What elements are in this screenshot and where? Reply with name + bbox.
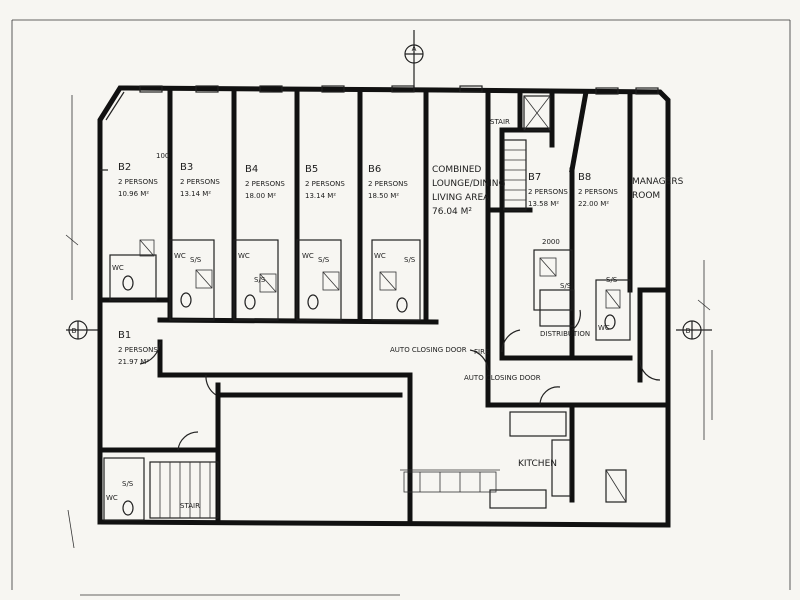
- svg-text:B6: B6: [368, 164, 381, 175]
- wc-label: WC: [374, 252, 386, 260]
- svg-text:2 PERSONS: 2 PERSONS: [118, 178, 158, 186]
- fixture-label: S/S: [404, 256, 416, 264]
- fixture-label: S/S: [560, 282, 572, 290]
- room-b7: B7 2 PERSONS 13.58 M²: [528, 172, 568, 208]
- svg-text:10.96 M²: 10.96 M²: [118, 190, 149, 198]
- fixture-label: S/S: [318, 256, 330, 264]
- grid-label-right: B: [686, 327, 691, 335]
- svg-text:22.00 M²: 22.00 M²: [578, 200, 609, 208]
- kitchen-fixtures: [400, 411, 627, 509]
- room-b3: B3 2 PERSONS 13.14 M²: [180, 162, 220, 198]
- room-lounge: COMBINED LOUNGE/DINING LIVING AREA 76.04…: [432, 165, 505, 217]
- svg-text:B7: B7: [528, 172, 541, 183]
- svg-text:2 PERSONS: 2 PERSONS: [245, 180, 285, 188]
- fire-door-label: FIRE: [474, 348, 489, 356]
- grid-label-left: B: [72, 327, 77, 335]
- dimension-label: 100: [156, 152, 169, 160]
- dimension-label: 2000: [542, 238, 560, 246]
- stair-new: STAIR: [490, 95, 551, 211]
- svg-text:2 PERSONS: 2 PERSONS: [578, 188, 618, 196]
- wc-label: WC: [106, 494, 118, 502]
- wc-label: WC: [598, 324, 610, 332]
- svg-text:B2: B2: [118, 162, 131, 173]
- svg-text:2 PERSONS: 2 PERSONS: [528, 188, 568, 196]
- wc-label: WC: [238, 252, 250, 260]
- svg-text:13.14 M²: 13.14 M²: [180, 190, 211, 198]
- grid-marker-right: B: [676, 320, 712, 340]
- svg-text:B4: B4: [245, 164, 258, 175]
- svg-text:B5: B5: [305, 164, 318, 175]
- room-b1: B1 2 PERSONS 21.97 M²: [118, 330, 158, 366]
- svg-text:LOUNGE/DINING: LOUNGE/DINING: [432, 179, 505, 189]
- room-b5: B5 2 PERSONS 13.14 M²: [305, 164, 345, 200]
- ensuites: [103, 239, 631, 521]
- grid-marker-top: A: [404, 30, 424, 90]
- stair-existing: STAIR: [149, 461, 219, 519]
- sheet-border: [11, 19, 791, 590]
- stair-label: STAIR: [490, 118, 510, 126]
- room-b8: B8 2 PERSONS 22.00 M²: [578, 172, 618, 208]
- auto-closing-door-label: AUTO CLOSING DOOR: [464, 374, 541, 382]
- svg-text:13.58 M²: 13.58 M²: [528, 200, 559, 208]
- partition-walls: [97, 89, 671, 523]
- kitchen-label: KITCHEN: [518, 459, 557, 469]
- svg-text:76.04 M²: 76.04 M²: [432, 207, 472, 217]
- fixture-label: S/S: [606, 276, 618, 284]
- wc-label: WC: [174, 252, 186, 260]
- fixture-label: S/S: [122, 480, 134, 488]
- svg-text:MANAGERS: MANAGERS: [632, 177, 684, 187]
- bottom-margin-marks: [67, 509, 400, 596]
- wc-label: WC: [112, 264, 124, 272]
- room-b6: B6 2 PERSONS 18.50 M²: [368, 164, 408, 200]
- svg-text:ROOM: ROOM: [632, 191, 660, 201]
- svg-text:13.14 M²: 13.14 M²: [305, 192, 336, 200]
- wc-label: WC: [302, 252, 314, 260]
- svg-text:2 PERSONS: 2 PERSONS: [180, 178, 220, 186]
- svg-text:COMBINED: COMBINED: [432, 165, 481, 175]
- svg-text:B3: B3: [180, 162, 193, 173]
- outer-walls: [97, 85, 671, 528]
- room-b4: B4 2 PERSONS 18.00 M²: [245, 164, 285, 200]
- dimension-lines: [65, 95, 713, 440]
- stair-label: STAIR: [180, 502, 200, 510]
- svg-text:2 PERSONS: 2 PERSONS: [118, 346, 158, 354]
- svg-text:18.50 M²: 18.50 M²: [368, 192, 399, 200]
- svg-text:18.00 M²: 18.00 M²: [245, 192, 276, 200]
- fixture-label: S/S: [254, 276, 266, 284]
- svg-text:B8: B8: [578, 172, 591, 183]
- fixture-label: S/S: [190, 256, 202, 264]
- room-b2: B2 2 PERSONS 10.96 M²: [118, 162, 158, 198]
- windows: [139, 85, 659, 95]
- svg-text:LIVING AREA: LIVING AREA: [432, 193, 490, 203]
- svg-text:2 PERSONS: 2 PERSONS: [305, 180, 345, 188]
- grid-marker-left: B: [66, 320, 100, 340]
- svg-text:B1: B1: [118, 330, 131, 341]
- distribution-label: DISTRIBUTION: [540, 330, 590, 338]
- svg-text:2 PERSONS: 2 PERSONS: [368, 180, 408, 188]
- auto-closing-door-label: AUTO CLOSING DOOR: [390, 346, 467, 354]
- grid-label-top: A: [412, 45, 417, 53]
- fixture-labels: S/S S/S S/S S/S S/S S/S S/S WC WC WC WC …: [106, 252, 618, 502]
- door-swings: [139, 309, 661, 451]
- svg-text:21.97 M²: 21.97 M²: [118, 358, 149, 366]
- room-managers: MANAGERS ROOM: [632, 177, 684, 201]
- distribution-board: [539, 289, 575, 327]
